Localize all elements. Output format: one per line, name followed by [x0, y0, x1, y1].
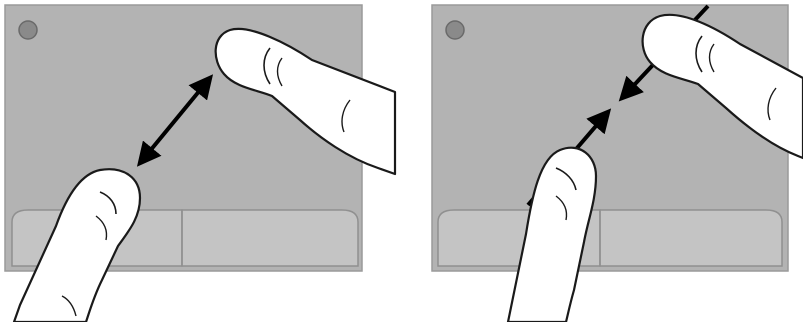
right-click-button	[600, 210, 782, 266]
touchpad-led-icon	[446, 21, 464, 39]
right-click-button	[182, 210, 358, 266]
touchpad-led-icon	[19, 21, 37, 39]
